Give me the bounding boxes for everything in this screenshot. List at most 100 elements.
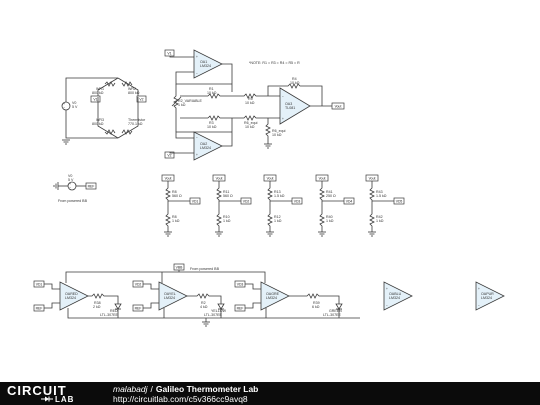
circuit-url-link[interactable]: http://circuitlab.com/c5v366cc9avq8 [113,394,248,404]
svg-text:REF: REF [135,307,142,311]
svg-text:WR1: WR1 [96,87,104,91]
amp-input-tag-v1[interactable] [164,49,175,57]
svg-text:R2_VARIABLE: R2_VARIABLE [178,99,203,103]
divider-3[interactable]: Vout VD3 R13 1.5 kΩ R12 1 kΩ [263,174,303,237]
svg-text:LTL-307EE: LTL-307EE [204,313,223,317]
resistor-r3[interactable] [207,115,232,121]
svg-text:VBB: VBB [176,266,184,270]
svg-text:1.5 kΩ: 1.5 kΩ [274,194,285,198]
svg-text:REF: REF [88,185,95,189]
svg-text:R1: R1 [209,87,214,91]
opamp-oablu[interactable] [383,281,413,311]
opamp-oa1[interactable] [193,49,223,79]
thermistor[interactable] [121,129,133,135]
svg-text:Vout: Vout [319,177,326,181]
svg-text:4 kΩ: 4 kΩ [200,305,208,309]
svg-text:1 kΩ: 1 kΩ [376,219,384,223]
svg-text:VD2: VD2 [243,200,250,204]
comparator-stage-green[interactable]: VD3 REF OAGRE LM324 R39 6 kΩ GREEN LTL-3… [234,280,343,318]
svg-text:R2: R2 [201,301,206,305]
amp-input-tag-v2[interactable] [164,151,175,159]
svg-text:+: + [196,55,198,59]
svg-text:1 kΩ: 1 kΩ [223,219,231,223]
svg-text:LM324: LM324 [266,296,277,300]
opamp-oapur[interactable] [475,281,505,311]
author-link[interactable]: malabadj [113,384,148,394]
svg-text:R13: R13 [274,190,281,194]
svg-text:OA3: OA3 [285,102,292,106]
svg-text:+: + [196,153,198,157]
svg-text:REF: REF [237,307,244,311]
svg-text:800 kΩ: 800 kΩ [92,91,104,95]
svg-text:Vout: Vout [369,177,376,181]
opamp-oa2[interactable] [193,131,223,161]
svg-text:1.5 kΩ: 1.5 kΩ [376,194,387,198]
divider-4[interactable]: Vout VD4 R41 250 Ω R40 1 kΩ [315,174,355,237]
svg-text:2 kΩ: 2 kΩ [93,305,101,309]
resistor-r1[interactable] [207,93,232,99]
svg-text:OA2: OA2 [200,142,207,146]
svg-text:YELLOW: YELLOW [211,309,227,313]
svg-text:1 kΩ: 1 kΩ [274,219,282,223]
divider-5[interactable]: Vout VD5 R43 1.5 kΩ R42 1 kΩ [365,174,405,237]
svg-text:LM324: LM324 [389,296,400,300]
svg-text:+: + [69,182,71,186]
resistor-wr1[interactable] [104,81,116,87]
circuitlab-logo[interactable]: CIRCUIT LAB [7,383,97,404]
svg-text:+: + [386,287,388,291]
diode-logo-icon [41,396,53,402]
svg-text:R40: R40 [326,215,333,219]
svg-text:−: − [478,304,480,308]
divider-1[interactable]: Vout VD1 R8 560 Ω R8 1 kΩ [161,174,201,237]
svg-text:WR2: WR2 [128,87,136,91]
svg-text:OABLU: OABLU [389,292,402,296]
opamp-oa3[interactable] [279,87,311,125]
node-tag-v2[interactable] [136,95,147,103]
svg-text:From powered BB: From powered BB [190,267,220,271]
svg-text:+: + [282,117,284,121]
svg-text:VD4: VD4 [346,200,353,204]
svg-text:GREEN: GREEN [329,309,342,313]
resistor-wr2[interactable] [121,81,133,87]
resistor-wr3[interactable] [104,129,116,135]
svg-text:Vout: Vout [216,177,223,181]
comparator-stage-red[interactable]: VD1 REF OARED LM324 R38 2 kΩ RED LTL-307… [33,280,122,318]
divider-2[interactable]: Vout VD2 R11 560 Ω R10 1 kΩ [212,174,252,237]
svg-text:−: − [386,304,388,308]
schematic-canvas: + − V0 5 V WR1 800 kΩ WR2 800 kΩ WR3 800… [33,49,505,327]
svg-text:R3: R3 [209,121,214,125]
amp-output-tag[interactable] [331,102,345,110]
svg-text:OAPUR: OAPUR [481,292,494,296]
svg-text:+: + [478,287,480,291]
svg-text:Vout: Vout [267,177,274,181]
svg-text:TL081: TL081 [285,106,295,110]
svg-text:VD1: VD1 [192,200,199,204]
resistor-r5[interactable] [232,93,280,99]
svg-text:LM324: LM324 [200,64,211,68]
svg-text:OARED: OARED [65,292,78,296]
svg-text:770.1 kΩ: 770.1 kΩ [128,122,143,126]
svg-text:800 kΩ: 800 kΩ [128,91,140,95]
svg-text:5 V: 5 V [68,178,74,182]
svg-text:Vout: Vout [165,177,172,181]
circuit-title: Galileo Thermometer Lab [155,384,259,394]
svg-text:VD3: VD3 [294,200,301,204]
svg-text:WR3: WR3 [96,118,104,122]
svg-text:800 kΩ: 800 kΩ [92,122,104,126]
resistor-r2-variable[interactable] [173,92,179,118]
svg-text:R8: R8 [172,215,177,219]
svg-text:R42: R42 [376,215,383,219]
node-tag-v1[interactable] [90,95,101,103]
svg-text:R5: R5 [248,97,253,101]
resistor-r6-equi[interactable] [232,115,280,121]
resistor-r7-equi[interactable] [265,118,271,144]
circuit-title-line: malabadj/Galileo Thermometer Lab [113,384,258,394]
svg-text:LM324: LM324 [164,296,175,300]
svg-text:RED: RED [110,309,118,313]
svg-text:R4: R4 [292,77,297,81]
reference-node-tag[interactable] [85,182,97,190]
comparator-stage-yellow[interactable]: VD2 REF OAYEL LM324 R2 4 kΩ YELLOW LTL-3… [132,280,227,318]
svg-text:V0: V0 [68,174,72,178]
svg-text:LTL-307EE: LTL-307EE [100,313,119,317]
svg-text:LTL-307EE: LTL-307EE [323,313,342,317]
